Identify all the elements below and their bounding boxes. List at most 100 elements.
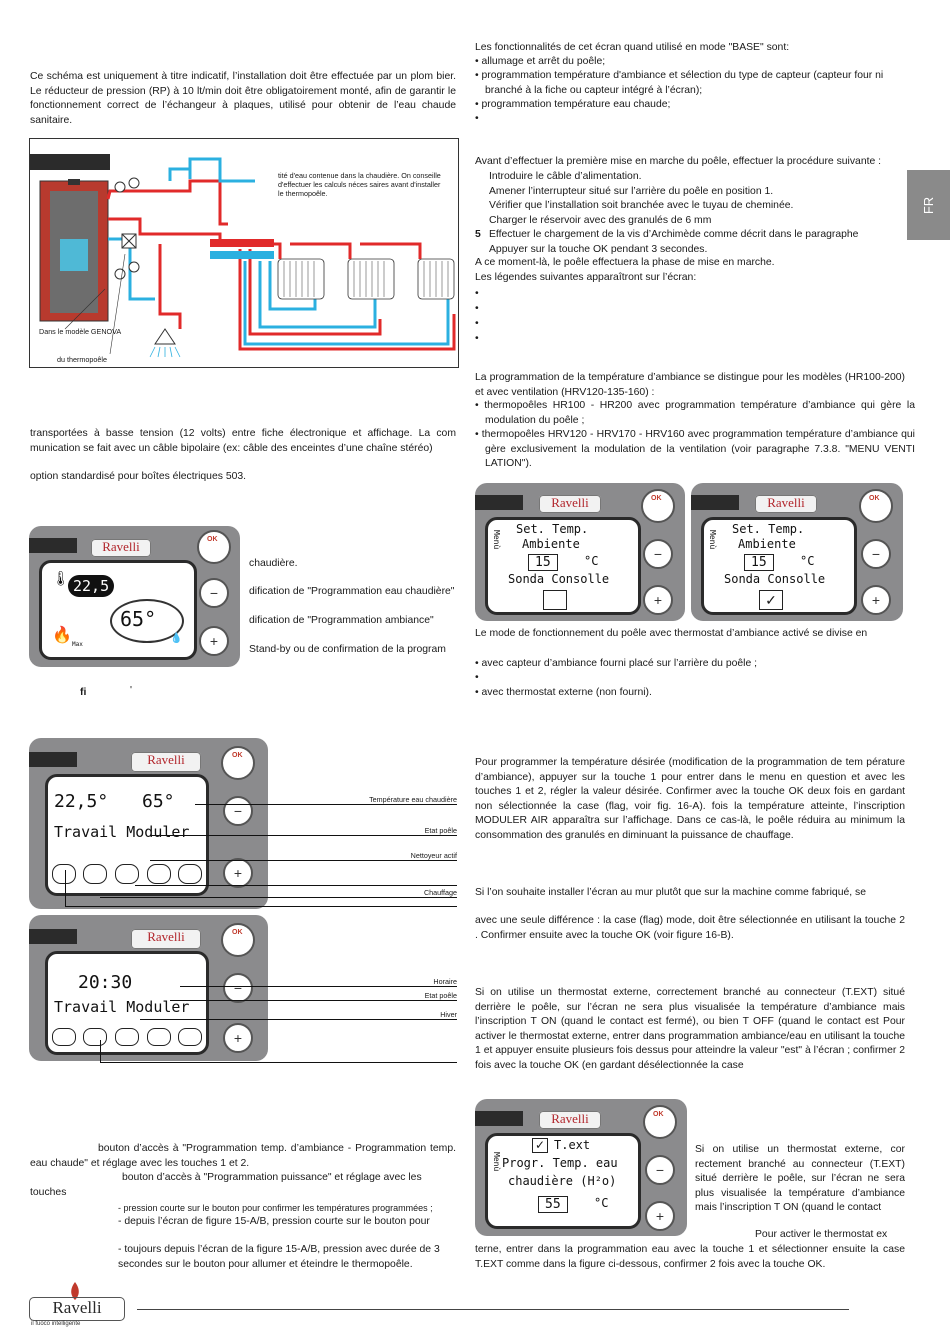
plus-button[interactable]: + <box>861 585 891 615</box>
snowflake-icon <box>146 1028 171 1046</box>
first-start: Avant d’effectuer la première mise en ma… <box>475 156 882 167</box>
display-main: Ravelli 🌡 22,5 65° 🔥 Max 💧 OK − + <box>29 526 240 667</box>
base-intro: Les fonctionnalités de cet écran quand u… <box>475 42 790 53</box>
ext-text: Si on utilise un thermostat externe, cor… <box>475 987 905 1071</box>
footer-logo: Ravelli il fuoco intelligente <box>29 1280 129 1330</box>
ext-side-text-2: Pour activer le thermostat ex <box>755 1229 888 1240</box>
ok-button[interactable] <box>221 746 255 780</box>
water-value: 55 <box>538 1196 568 1213</box>
legends-bullets: •••• <box>475 288 479 344</box>
intro-paragraph: Ce schéma est uniquement à titre indicat… <box>30 71 456 126</box>
ok-button[interactable] <box>643 1105 677 1139</box>
label-heating: Chauffage <box>423 888 457 897</box>
base-item-4: • <box>475 113 479 124</box>
wall-text: Si l’on souhaite installer l’écran au mu… <box>475 887 867 898</box>
phase-text: A ce moment-là, le poêle effectuera la p… <box>475 257 775 268</box>
stove-state: Travail Moduler <box>54 998 190 1016</box>
steps-list: Introduire le câble d’alimentation. Amen… <box>475 171 859 255</box>
language-tab[interactable]: FR <box>907 170 950 240</box>
button-access-2: bouton d’accès à "Programmation puissanc… <box>30 1172 422 1198</box>
label-boiler-temp: Température eau chaudière <box>369 795 457 804</box>
sensor-checkbox[interactable] <box>543 590 567 610</box>
minus-button[interactable]: − <box>643 539 673 569</box>
ok-button[interactable] <box>221 923 255 957</box>
thermo-mode: Le mode de fonctionnement du poêle avec … <box>475 628 868 639</box>
minus-button[interactable]: − <box>199 578 229 608</box>
brand-logo: Ravelli <box>131 929 201 949</box>
menu-label: Menù <box>492 530 501 550</box>
minus-button[interactable]: − <box>861 539 891 569</box>
thermo-item-2: • <box>475 672 479 683</box>
plus-button[interactable]: + <box>223 1023 253 1053</box>
room-temp: 22,5° <box>54 791 109 812</box>
base-item-1: • allumage et arrêt du poêle; <box>475 56 606 67</box>
brand-logo: Ravelli <box>131 752 201 772</box>
room-temp: 22,5 <box>68 575 115 597</box>
fan-icon <box>51 864 76 884</box>
base-item-2: • programmation température d'ambiance e… <box>475 70 884 96</box>
ext-bottom-text: terne, entrer dans la programmation eau … <box>475 1244 905 1270</box>
alarm-icon <box>178 864 203 884</box>
fig1-desc-4: Stand-by ou de confirmation de la progra… <box>249 644 446 655</box>
text-checkbox[interactable]: ✓ <box>532 1138 548 1153</box>
menu-label: Menù <box>708 530 717 550</box>
drop-icon: 💧 <box>170 633 183 644</box>
legends-text: Les légendes suivantes apparaîtront sur … <box>475 272 697 283</box>
display-set-temp-b: Ravelli Menù Set. Temp. Ambiente 15 °C S… <box>691 483 903 621</box>
prog-item-1: • thermopoêles HR100 - HR200 avec progra… <box>475 400 915 426</box>
fig1-desc-1: chaudière. <box>249 558 298 569</box>
display-clock: Ravelli 20:30 Travail Moduler OK − + <box>29 915 268 1061</box>
label-cleaner: Nettoyeur actif <box>410 851 457 860</box>
installation-diagram: tité d'eau contenue dans la chaudière. O… <box>29 138 459 368</box>
label-winter: Hiver <box>440 1010 457 1019</box>
ok-button[interactable] <box>859 489 893 523</box>
minus-button[interactable]: − <box>645 1155 675 1185</box>
press-short-1: - pression courte sur le bouton pour con… <box>118 1203 433 1213</box>
minus-button[interactable]: − <box>223 973 253 1003</box>
minus-button[interactable]: − <box>223 796 253 826</box>
label-clock: Horaire <box>433 977 457 986</box>
sensor-checkbox-checked[interactable]: ✓ <box>759 590 783 610</box>
tap-icon <box>83 1028 108 1046</box>
press-long: - toujours depuis l’écran de la figure 1… <box>118 1244 440 1270</box>
wall-text-2: avec une seule différence : la case (fla… <box>475 915 905 941</box>
prog-temp-text: Pour programmer la température désirée (… <box>475 757 905 841</box>
plus-button[interactable]: + <box>223 858 253 888</box>
plus-button[interactable]: + <box>199 626 229 656</box>
low-voltage-paragraph: transportées à basse tension (12 volts) … <box>30 428 456 454</box>
plus-button[interactable]: + <box>645 1201 675 1231</box>
press-short-2: - depuis l’écran de figure 15-A/B, press… <box>118 1216 430 1227</box>
cleaner-icon <box>114 1028 139 1046</box>
temp-value: 15 <box>744 554 774 571</box>
diagram-note: tité d'eau contenue dans la chaudière. O… <box>278 171 441 198</box>
thermometer-icon: 🌡 <box>52 571 70 587</box>
radiator-icon <box>83 864 108 884</box>
boiler-temp: 65° <box>142 791 175 812</box>
option-paragraph: option standardisé pour boîtes électriqu… <box>30 471 247 482</box>
diagram-thermopoele-label: du thermopoêle <box>57 355 107 364</box>
base-item-3: • programmation température eau chaude; <box>475 99 671 110</box>
button-access-1: bouton d’accès à "Programmation temp. d’… <box>30 1143 456 1169</box>
thermo-item-1: • avec capteur d’ambiance fourni placé s… <box>475 658 758 669</box>
ok-button[interactable] <box>197 530 231 564</box>
thermo-item-3: • avec thermostat externe (non fourni). <box>475 687 652 698</box>
fi-fragment: fi <box>80 687 87 698</box>
display-water-prog: Ravelli Menù ✓ T.ext Progr. Temp. eau ch… <box>475 1099 687 1236</box>
flame-icon: 🔥 <box>52 625 72 644</box>
display-status: Ravelli 22,5° 65° Travail Moduler OK − + <box>29 738 268 909</box>
alarm-icon <box>178 1028 203 1046</box>
label-stove-state-2: Etat poêle <box>424 991 457 1000</box>
stove-state: Travail Moduler <box>54 823 190 841</box>
brand-logo: Ravelli <box>91 539 151 557</box>
prog-item-2: • thermopoêles HRV120 - HRV170 - HRV160 … <box>475 429 915 469</box>
prog-intro: La programmation de la température d’amb… <box>475 372 905 398</box>
power-max: Max <box>72 641 83 648</box>
tick-fragment: ' <box>130 685 132 696</box>
fan-icon <box>51 1028 76 1046</box>
ok-button[interactable] <box>641 489 675 523</box>
plus-button[interactable]: + <box>643 585 673 615</box>
display-set-temp-a: Ravelli Menù Set. Temp. Ambiente 15 °C S… <box>475 483 685 621</box>
fig1-desc-3: dification de "Programmation ambiance" <box>249 615 434 626</box>
cleaner-icon <box>114 864 139 884</box>
sun-icon <box>146 864 171 884</box>
